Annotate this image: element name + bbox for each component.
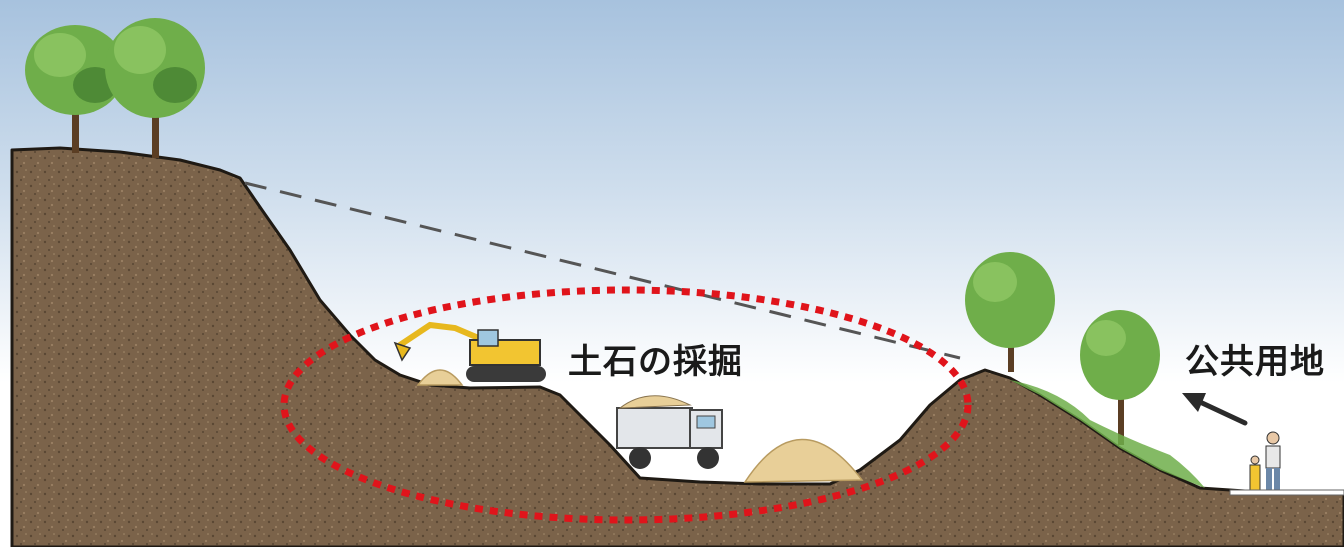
arrow-left-up-icon <box>1182 393 1248 426</box>
original-slope-dashed-line <box>244 181 961 360</box>
person-child <box>1249 455 1261 491</box>
public-land-label: 公共用地 <box>1185 342 1325 382</box>
dump-truck <box>616 395 723 469</box>
excavator <box>393 321 546 382</box>
walkway <box>1229 489 1344 496</box>
bushes-right <box>1010 380 1205 488</box>
sand-pile-large <box>743 438 864 483</box>
extraction-label: 土石の採掘 <box>568 342 743 382</box>
extraction-area-highlight <box>280 286 972 524</box>
tree-right-1 <box>965 252 1055 372</box>
tree-left-2 <box>105 18 205 158</box>
person-adult <box>1265 431 1281 490</box>
tree-right-2 <box>1080 310 1160 445</box>
sand-pile-small <box>416 369 464 386</box>
